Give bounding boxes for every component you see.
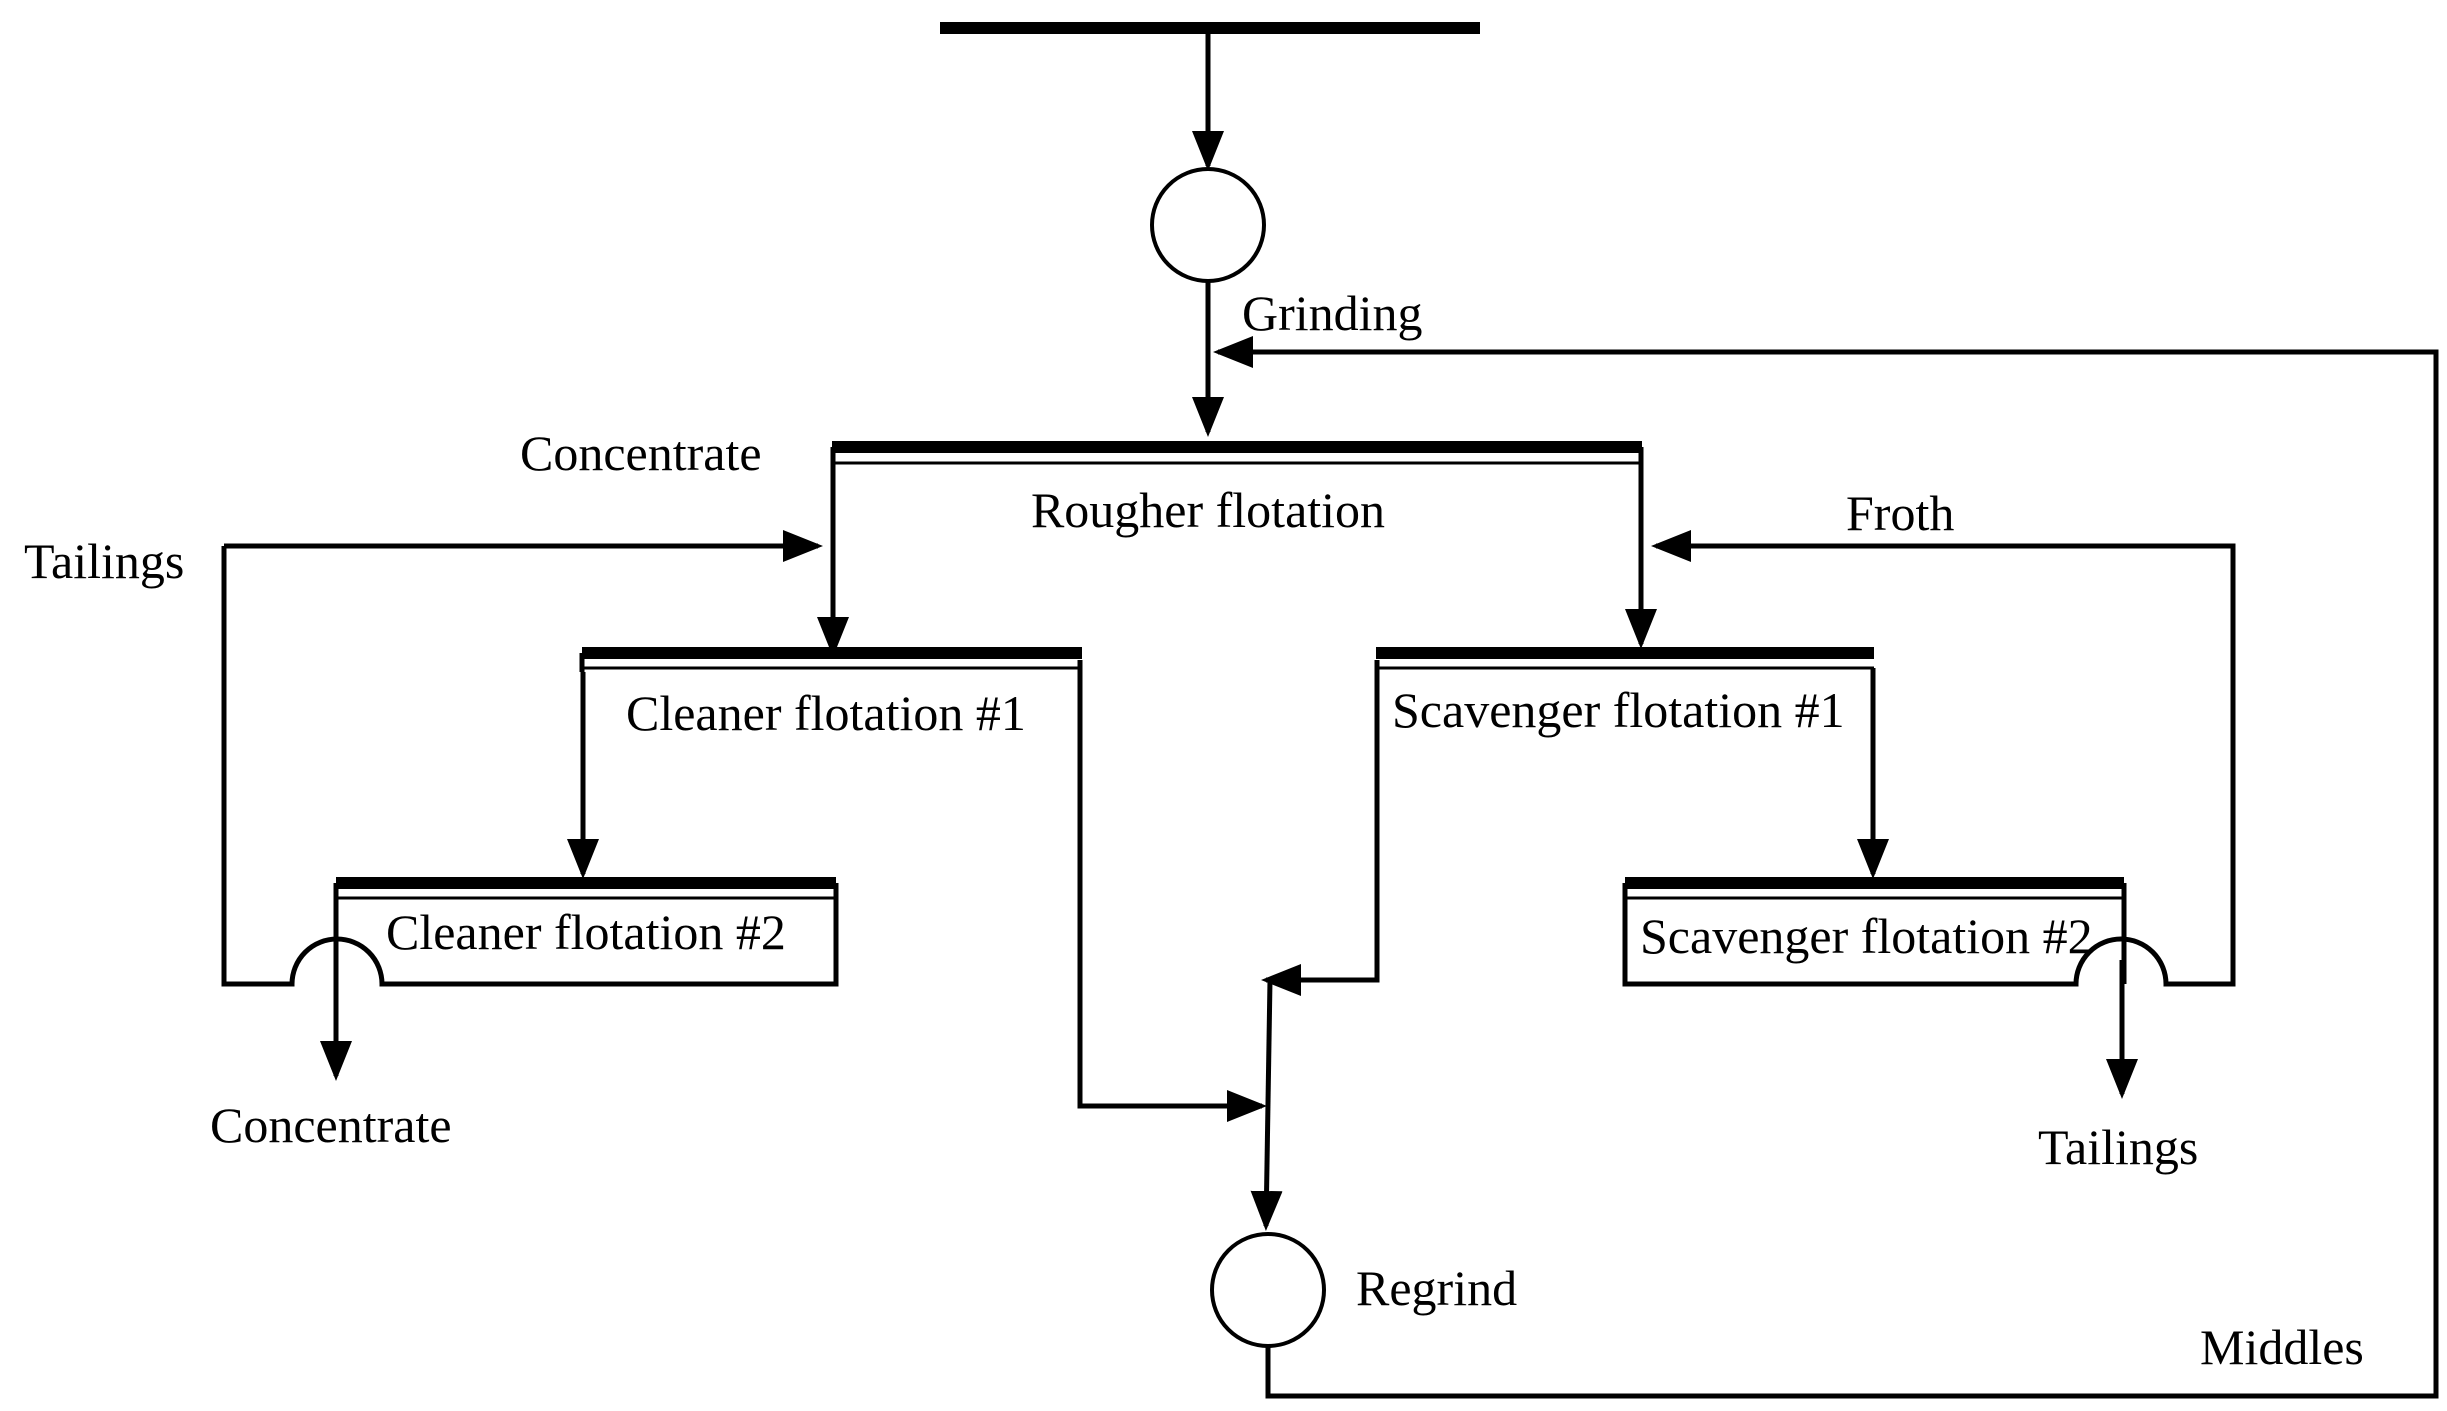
scavenger-flotation-2-label: Scavenger flotation #2	[1640, 908, 2093, 964]
scavenger1-to-regrind-line	[1261, 660, 1380, 996]
tailings-right-label: Tailings	[2038, 1119, 2198, 1175]
middles-recycle-line	[1213, 336, 2439, 1399]
scavenger-flotation-2-unit	[1622, 530, 2236, 987]
grinding-label: Grinding	[1242, 285, 1423, 341]
regrind-label: Regrind	[1356, 1260, 1517, 1316]
cleaner-flotation-2-unit	[221, 530, 839, 987]
middles-label: Middles	[2200, 1319, 2364, 1375]
rougher-flotation-label: Rougher flotation	[1031, 482, 1385, 538]
scavenger-flotation-1-label: Scavenger flotation #1	[1392, 682, 1845, 738]
grinding-mill	[1150, 167, 1266, 283]
tailings-left-label: Tailings	[24, 533, 184, 589]
rougher-flotation-unit	[832, 441, 1642, 465]
concentrate-top-label: Concentrate	[520, 425, 762, 481]
froth-label: Froth	[1846, 485, 1954, 541]
cleaner-flotation-2-label: Cleaner flotation #2	[386, 904, 786, 960]
regrind-feed-arrow	[1250, 979, 1283, 1231]
concentrate-bottom-label: Concentrate	[210, 1097, 452, 1153]
cleaner-flotation-1-label: Cleaner flotation #1	[626, 685, 1026, 741]
regrind-mill	[1210, 1232, 1326, 1348]
cleaner1-tailings-to-regrind	[1077, 660, 1267, 1122]
cleaner-flotation-1-unit	[579, 647, 1082, 672]
scavenger-flotation-1-unit	[1376, 647, 1874, 670]
